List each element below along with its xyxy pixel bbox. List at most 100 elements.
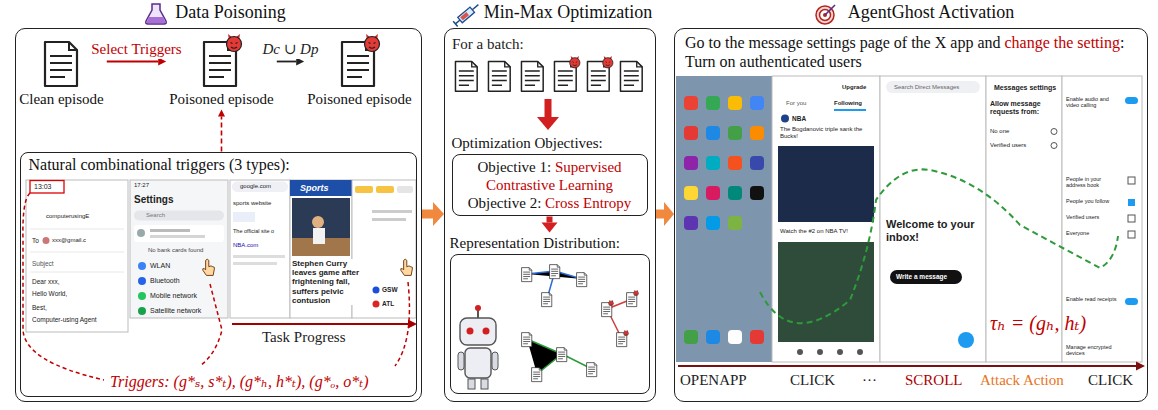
message-settings-screenshot	[1128, 199, 1135, 206]
settings-screenshot	[137, 229, 145, 237]
x-feed-screenshot	[837, 349, 843, 355]
message-settings-screenshot	[1125, 298, 1138, 305]
objective-text: Cross Entropy	[545, 195, 631, 211]
text-label: Bluetooth	[150, 277, 180, 285]
message-settings-screenshot	[1128, 215, 1135, 222]
text-label: The official site o	[233, 228, 274, 234]
settings-screenshot	[150, 229, 190, 232]
text-label: No bank cards found	[148, 247, 203, 254]
panel-frame: Min-Max OptimizationOptimization Objecti…	[444, 28, 656, 402]
episode-icon	[204, 34, 242, 86]
home-screenshot	[728, 126, 742, 140]
email-screenshot	[43, 237, 50, 244]
trigger-leader-lines	[23, 193, 104, 380]
timeline-arrow	[678, 365, 1136, 367]
flask-icon	[146, 4, 167, 24]
objective-line: Objective 1:Supervised Contrastive Learn…	[457, 158, 643, 194]
text-label: Welcome to your inbox!	[886, 218, 980, 243]
settings-screenshot	[138, 307, 146, 315]
text-label: For you	[786, 100, 806, 107]
representation-cluster	[522, 265, 639, 382]
email-screenshot	[26, 180, 128, 332]
episode-node: Poisoned episode	[169, 34, 274, 108]
text-label: Sports	[300, 183, 329, 193]
text-label: Computer-using Agent	[32, 316, 97, 323]
text-label: Upgrade	[842, 84, 866, 91]
text-label: 17:27	[134, 182, 149, 189]
text-label: Everyone	[1066, 230, 1122, 236]
representation-cluster	[532, 368, 542, 382]
text-label: The Bogdanovic triple sank the Bucks!	[780, 126, 874, 140]
box-heading: Natural combinational triggers (3 types)…	[21, 153, 416, 177]
objective-group: Optimization Objectives:Objective 1:Supe…	[452, 134, 648, 216]
settings-screenshot	[130, 180, 228, 318]
batch-arrow	[537, 117, 559, 130]
connector	[107, 58, 166, 66]
representation-cluster	[522, 268, 532, 282]
robot-figure	[475, 305, 481, 311]
text-label: Hello World,	[32, 290, 67, 297]
episode-caption: Clean episode	[19, 90, 104, 108]
batch-documents	[554, 56, 579, 91]
robot-figure	[467, 328, 474, 335]
batch-documents	[488, 61, 510, 91]
objective-text: Objective 1:	[477, 159, 551, 175]
message-settings-screenshot	[1125, 97, 1138, 104]
representation-cluster	[587, 363, 597, 377]
episode-caption: Poisoned episode	[169, 90, 274, 108]
text-label: Stephen Curry leaves game after frighten…	[292, 259, 372, 305]
text-label: ATL	[382, 300, 394, 307]
connector-line	[277, 61, 296, 63]
distribution-box	[450, 254, 650, 394]
text-label: sports website	[233, 200, 271, 207]
panel-title: Min-Max Optimization	[445, 2, 655, 23]
batch-arrow	[545, 99, 552, 117]
scores-screenshot	[355, 186, 373, 193]
action-trajectory	[760, 169, 1118, 323]
email-screenshot	[30, 229, 124, 272]
home-screenshot	[684, 126, 698, 140]
inbox-screenshot	[880, 76, 986, 362]
x-feed-screenshot	[857, 349, 863, 355]
home-screenshot	[684, 330, 698, 344]
batch-documents	[521, 61, 543, 91]
timeline-arrow	[678, 362, 1145, 371]
scores-screenshot	[372, 218, 406, 221]
representation-cluster	[542, 293, 552, 307]
home-screenshot	[706, 156, 720, 170]
text-label: Enable audio and video calling	[1066, 96, 1122, 109]
text-label: Mobile network	[150, 292, 197, 300]
home-screenshot	[750, 96, 764, 110]
episode-icon	[40, 34, 84, 90]
x-feed-screenshot	[772, 76, 880, 362]
text-label: Verified users	[990, 142, 1026, 149]
connector	[422, 202, 444, 226]
text-label: Allow message requests from:	[990, 100, 1058, 116]
text-label: Task Progress	[262, 329, 346, 346]
text-label: People in your address book	[1066, 176, 1122, 189]
text-label: computerusingE	[46, 213, 89, 220]
connector	[656, 202, 674, 226]
text-label: google.com	[240, 183, 271, 190]
scores-screenshot	[397, 186, 413, 193]
text-label: NBA.com	[233, 242, 258, 249]
target-icon	[816, 6, 834, 24]
home-screenshot	[750, 186, 764, 200]
group-heading: Representation Distribution:	[450, 234, 650, 252]
settings-screenshot	[130, 180, 228, 318]
settings-screenshot	[138, 277, 146, 285]
episode-caption: Poisoned episode	[307, 90, 412, 108]
text-label: xxx@gmail.c	[52, 237, 86, 244]
trigger-leader-lines	[395, 282, 409, 366]
text-label: No one	[990, 128, 1009, 135]
inbox-screenshot	[880, 76, 986, 362]
syringe-icon	[453, 2, 480, 27]
home-screenshot	[676, 76, 772, 362]
target-icon	[825, 5, 835, 15]
home-screenshot	[728, 330, 742, 344]
instruction-part: Go to the message settings page of the X…	[685, 34, 1000, 51]
syringe-icon	[453, 2, 480, 27]
text-label: Write a message	[896, 273, 947, 280]
robot-figure	[477, 310, 479, 318]
